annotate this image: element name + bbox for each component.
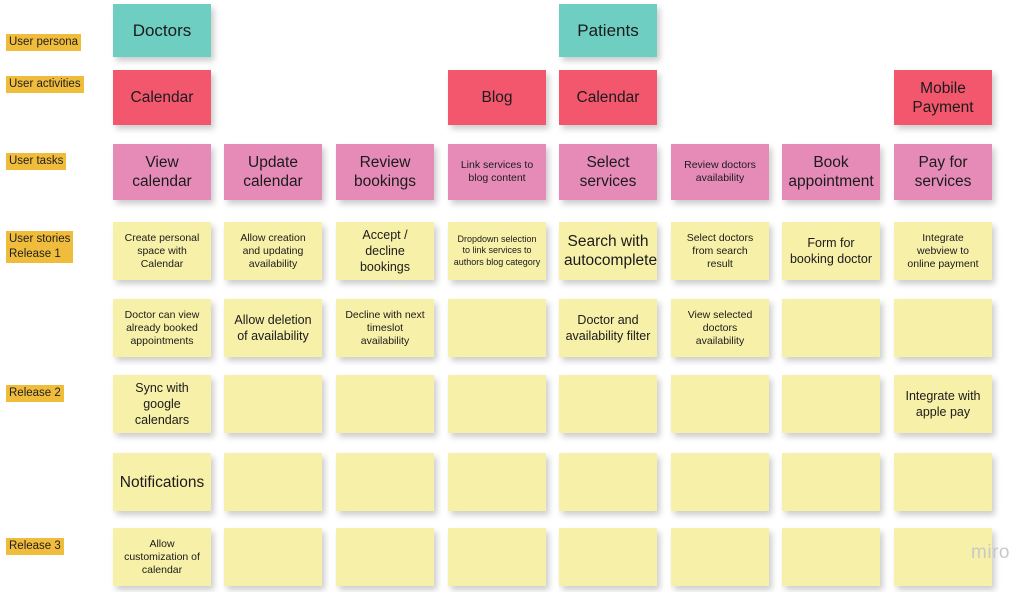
sticky-note-text: Select services [579,154,637,190]
story-note-r4-c5-empty[interactable] [559,453,657,511]
story-note-r5-c4-empty[interactable] [448,528,546,586]
story-note-r3-c6-empty[interactable] [671,375,769,433]
sticky-note-text: Allow creation and updating availability [240,231,306,270]
sticky-note-text: Allow deletion of availability [234,313,312,343]
row-label-user-persona: User persona [6,34,82,51]
task-note-update-calendar[interactable]: Update calendar [224,144,322,200]
story-note-r1-c5-search-with-autocomplete[interactable]: Search with autocomplete [559,222,657,280]
sticky-note-text: Update calendar [243,154,303,190]
story-note-r1-c3-accept-decline-bookings[interactable]: Accept / decline bookings [336,222,434,280]
story-note-r5-c7-empty[interactable] [782,528,880,586]
story-note-r1-c1-create-personal-space-with-calendar[interactable]: Create personal space with Calendar [113,222,211,280]
story-note-r3-c3-empty[interactable] [336,375,434,433]
row-label-user-stories: User stories Release 1 [6,231,74,263]
sticky-note-text: Patients [577,21,639,40]
story-note-r4-c3-empty[interactable] [336,453,434,511]
sticky-note-text: View calendar [132,154,192,190]
sticky-note-text: Form for booking doctor [789,236,872,266]
sticky-note-text: Doctor and availability filter [565,313,651,343]
story-note-r3-c5-empty[interactable] [559,375,657,433]
row-label-user-activities: User activities [6,76,84,93]
story-note-r5-c3-empty[interactable] [336,528,434,586]
task-note-link-services-to-blog-content[interactable]: Link services to blog content [448,144,546,200]
story-note-r5-c6-empty[interactable] [671,528,769,586]
story-note-r4-c7-empty[interactable] [782,453,880,511]
story-note-r3-c2-empty[interactable] [224,375,322,433]
sticky-note-text: Blog [481,89,513,106]
story-note-r4-c1-notifications[interactable]: Notifications [113,453,211,511]
sticky-note-text: Accept / decline bookings [359,228,411,274]
story-note-r5-c2-empty[interactable] [224,528,322,586]
sticky-note-text: Calendar [130,89,194,106]
activity-note-calendar[interactable]: Calendar [559,70,657,125]
sticky-note-text: Integrate with apple pay [905,389,981,419]
sticky-note-text: Mobile Payment [912,79,974,116]
sticky-note-text: Search with autocomplete [564,233,657,269]
activity-note-blog[interactable]: Blog [448,70,546,125]
story-note-r2-c3-decline-with-next-timeslot-availability[interactable]: Decline with next timeslot availability [336,299,434,357]
activity-note-mobile-payment[interactable]: Mobile Payment [894,70,992,125]
sticky-note-text: Create personal space with Calendar [124,231,200,270]
story-note-r2-c5-doctor-and-availability-filter[interactable]: Doctor and availability filter [559,299,657,357]
task-note-book-appointment[interactable]: Book appointment [782,144,880,200]
sticky-note-text: Pay for services [914,154,972,190]
story-note-r3-c4-empty[interactable] [448,375,546,433]
sticky-note-text: Dropdown selection to link services to a… [453,233,541,267]
story-note-r5-c8-empty[interactable] [894,528,992,586]
story-note-r1-c2-allow-creation-and-updating-availability[interactable]: Allow creation and updating availability [224,222,322,280]
task-note-review-bookings[interactable]: Review bookings [336,144,434,200]
sticky-note-text: Notifications [119,473,205,491]
persona-note-patients[interactable]: Patients [559,4,657,57]
story-note-r2-c1-doctor-can-view-already-booked-appointments[interactable]: Doctor can view already booked appointme… [113,299,211,357]
story-note-r2-c8-empty[interactable] [894,299,992,357]
persona-note-doctors[interactable]: Doctors [113,4,211,57]
story-note-r4-c4-empty[interactable] [448,453,546,511]
story-note-r1-c7-form-for-booking-doctor[interactable]: Form for booking doctor [782,222,880,280]
sticky-note-text: Integrate webview to online payment [907,231,979,270]
row-label-release-2: Release 2 [6,385,64,402]
story-note-r5-c5-empty[interactable] [559,528,657,586]
story-note-r4-c6-empty[interactable] [671,453,769,511]
task-note-view-calendar[interactable]: View calendar [113,144,211,200]
story-note-r2-c7-empty[interactable] [782,299,880,357]
sticky-note-text: Doctors [132,21,192,40]
story-note-r3-c8-integrate-with-apple-pay[interactable]: Integrate with apple pay [894,375,992,433]
sticky-note-text: Review doctors availability [684,159,756,184]
task-note-select-services[interactable]: Select services [559,144,657,200]
row-label-release-3: Release 3 [6,538,64,555]
sticky-note-text: Calendar [576,89,640,106]
story-note-r3-c7-empty[interactable] [782,375,880,433]
sticky-note-text: Doctor can view already booked appointme… [124,308,200,347]
task-note-review-doctors-availability[interactable]: Review doctors availability [671,144,769,200]
sticky-note-text: Decline with next timeslot availability [345,308,425,347]
story-note-r4-c2-empty[interactable] [224,453,322,511]
row-label-user-tasks: User tasks [6,153,67,170]
sticky-note-text: Sync with google calendars [134,381,190,427]
story-note-r1-c4-dropdown-selection-to-link-services-to-authors-blog-category[interactable]: Dropdown selection to link services to a… [448,222,546,280]
story-note-r1-c8-integrate-webview-to-online-payment[interactable]: Integrate webview to online payment [894,222,992,280]
story-note-r2-c4-empty[interactable] [448,299,546,357]
activity-note-calendar[interactable]: Calendar [113,70,211,125]
story-note-r5-c1-allow-customization-of-calendar[interactable]: Allow customization of calendar [113,528,211,586]
task-note-pay-for-services[interactable]: Pay for services [894,144,992,200]
sticky-note-text: Book appointment [788,154,874,190]
sticky-note-text: Review bookings [353,154,417,190]
story-note-r3-c1-sync-with-google-calendars[interactable]: Sync with google calendars [113,375,211,433]
story-note-r4-c8-empty[interactable] [894,453,992,511]
sticky-note-text: View selected doctors availability [687,308,753,347]
story-note-r1-c6-select-doctors-from-search-result[interactable]: Select doctors from search result [671,222,769,280]
story-note-r2-c2-allow-deletion-of-availability[interactable]: Allow deletion of availability [224,299,322,357]
sticky-note-text: Allow customization of calendar [124,537,200,576]
story-note-r2-c6-view-selected-doctors-availability[interactable]: View selected doctors availability [671,299,769,357]
sticky-note-text: Link services to blog content [460,159,534,184]
sticky-note-text: Select doctors from search result [686,231,754,270]
